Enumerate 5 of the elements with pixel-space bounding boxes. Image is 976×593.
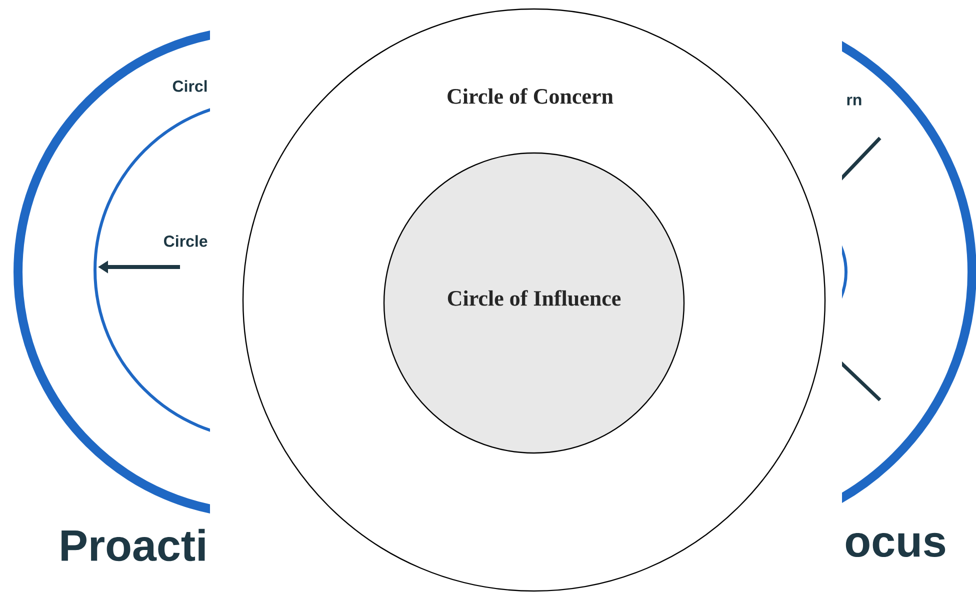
title-fragment: Proacti (62, 528, 205, 562)
circle-text-fragment: Circl (172, 80, 207, 92)
text-fragment: rn (847, 96, 862, 106)
title-fragment: ocus (846, 532, 946, 558)
circle-text-fragment: Circle (164, 235, 208, 247)
